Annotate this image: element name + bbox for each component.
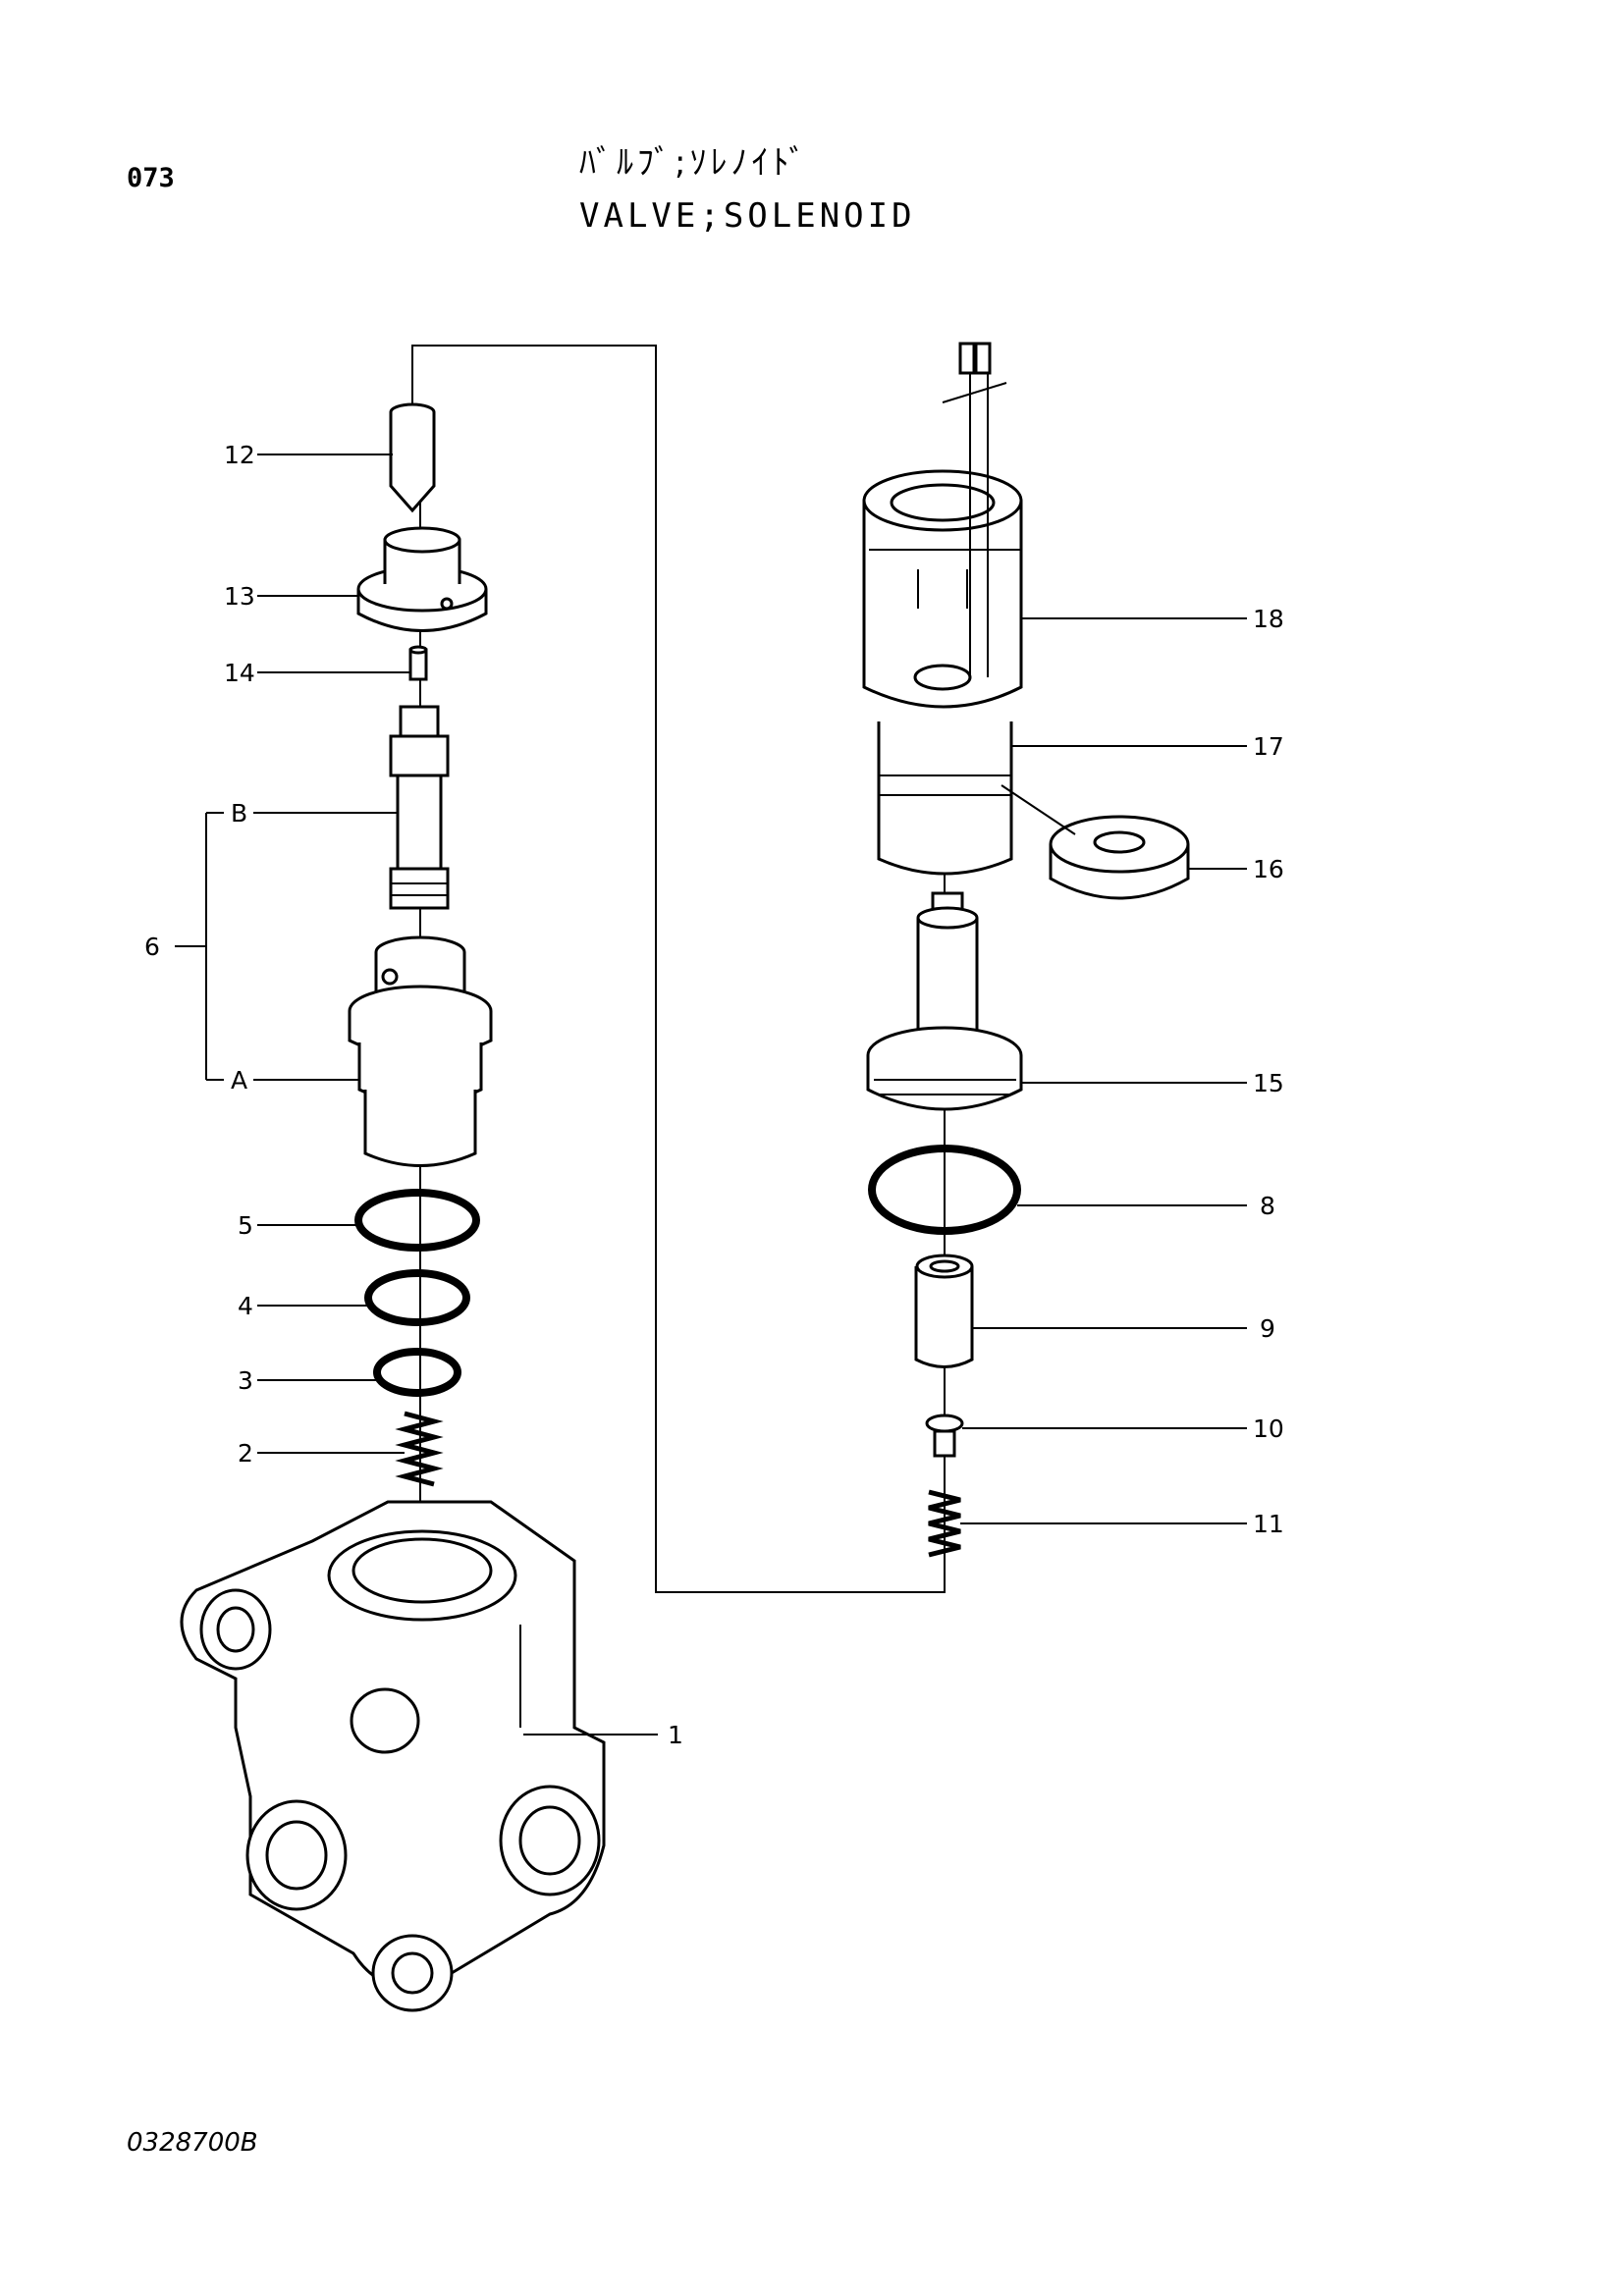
part-15-plunger-body [866, 891, 1023, 1111]
part-1-valve-body [180, 1500, 606, 2012]
part-3-o-ring [373, 1348, 461, 1397]
callout-16: 16 [1253, 855, 1284, 883]
callout-15: 15 [1253, 1069, 1284, 1097]
callout-3: 3 [238, 1366, 253, 1395]
part-10-retainer [925, 1414, 964, 1458]
assembly-connector-line [411, 345, 946, 1593]
callout-12: 12 [224, 441, 255, 469]
part-8-o-ring [868, 1145, 1021, 1235]
callout-a: A [231, 1066, 247, 1095]
part-11-spring [928, 1489, 961, 1558]
part-12-plug [389, 402, 436, 513]
drawing-code: 0328700B [127, 2128, 258, 2158]
callout-5: 5 [238, 1211, 253, 1240]
callout-18: 18 [1253, 605, 1284, 633]
callout-14: 14 [224, 659, 255, 687]
part-18-coil-housing [862, 342, 1023, 709]
title-english: VALVE;SOLENOID [579, 196, 916, 236]
part-16-washer [1001, 784, 1190, 900]
callout-2: 2 [238, 1439, 253, 1468]
part-9-tube [914, 1254, 974, 1368]
title-japanese: ﾊﾞﾙﾌﾞ;ｿﾚﾉｲﾄﾞ [579, 143, 810, 183]
callout-1: 1 [668, 1721, 683, 1749]
callout-6: 6 [144, 933, 160, 961]
callout-4: 4 [238, 1292, 253, 1320]
part-14-pin [408, 645, 428, 681]
callout-13: 13 [224, 582, 255, 611]
part-5-o-ring [354, 1189, 480, 1252]
callout-b: B [231, 799, 247, 828]
part-4-o-ring [364, 1269, 470, 1326]
part-2-spring [395, 1411, 444, 1487]
callout-17: 17 [1253, 732, 1284, 761]
page-number: 073 [127, 163, 175, 193]
callout-8: 8 [1260, 1192, 1275, 1220]
part-6b-spool [389, 705, 450, 910]
callout-9: 9 [1260, 1314, 1275, 1343]
part-13-flange [356, 526, 488, 632]
assembly-6-bracket [175, 812, 224, 1081]
callout-11: 11 [1253, 1510, 1284, 1538]
callout-10: 10 [1253, 1415, 1284, 1443]
part-17-sleeve [877, 721, 1013, 876]
part-6a-sleeve [348, 935, 493, 1167]
